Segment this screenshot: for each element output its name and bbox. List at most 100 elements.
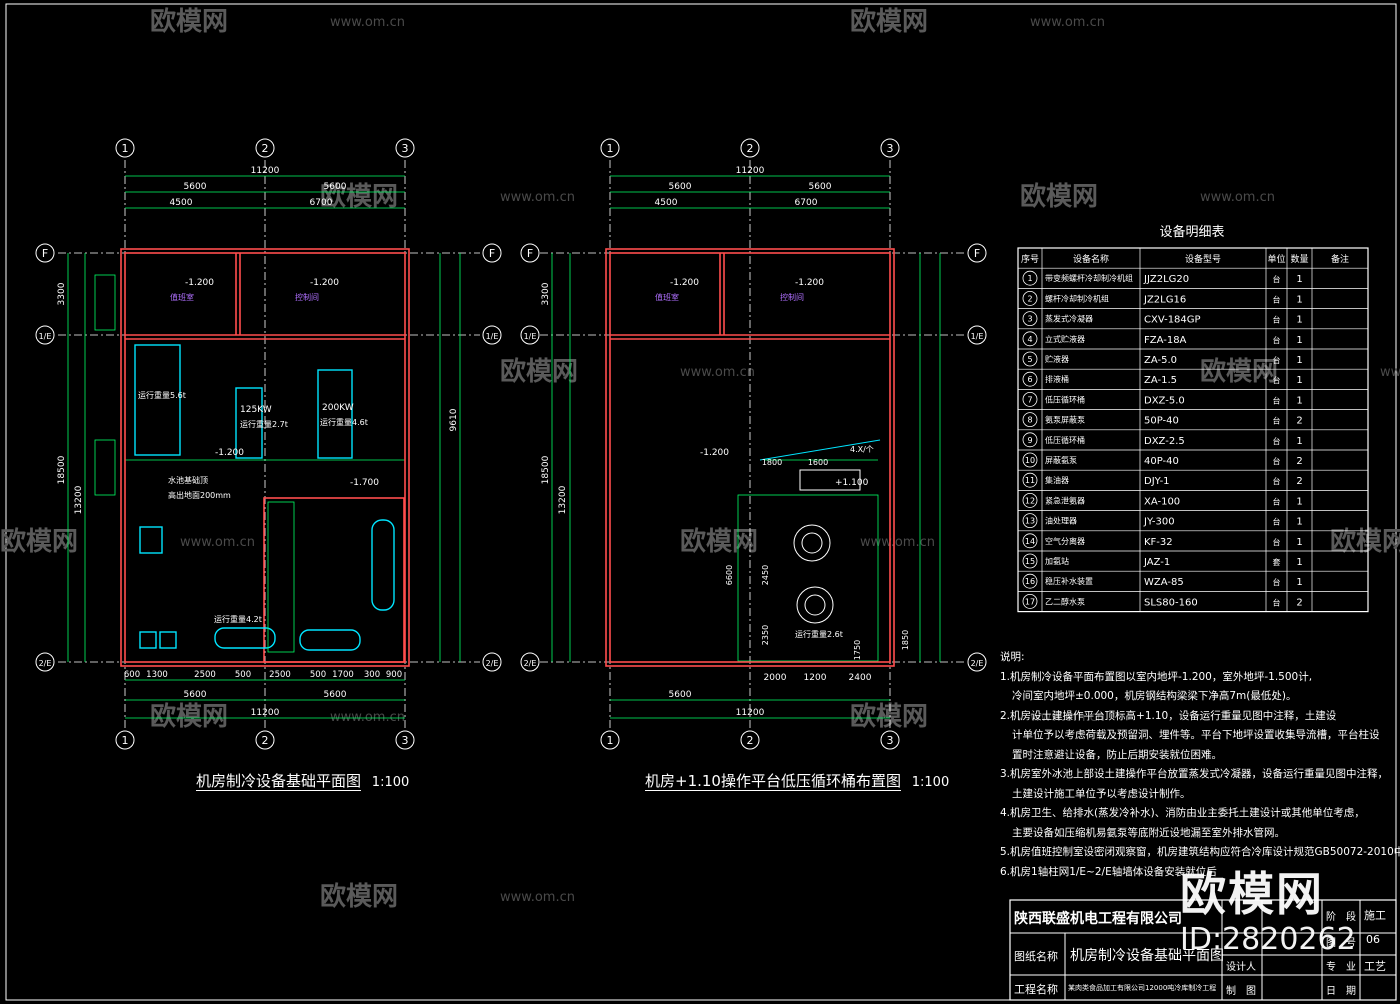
watermark-url: www.om.cn <box>330 710 405 725</box>
table-cell-index: 16 <box>1025 577 1035 586</box>
axis-bubble-y-circle <box>35 652 55 672</box>
axis-bubble-x-circle <box>600 138 620 158</box>
dim-bottom: 2000 <box>764 673 787 683</box>
table-cell-qty: 1 <box>1296 375 1302 386</box>
table-index-circle <box>1022 412 1038 428</box>
table-cell-index: 15 <box>1025 557 1035 566</box>
axis-bubble-x: 1 <box>607 142 614 155</box>
table-cell-model: KF-32 <box>1144 537 1173 548</box>
watermark-brand: 欧模网 <box>1200 356 1278 387</box>
axis-bubble-x-circle <box>115 138 135 158</box>
table-cell-unit: 台 <box>1273 517 1281 527</box>
table-cell-model: JZ2LG16 <box>1143 294 1186 305</box>
table-cell-unit: 台 <box>1273 355 1281 365</box>
table-cell-name: 氨泵屏蔽泵 <box>1045 415 1085 425</box>
dim-left: 3300 <box>541 282 551 305</box>
dim-bottom: 500 <box>310 670 326 680</box>
table-cell-name: 加氨站 <box>1045 556 1069 566</box>
room-level: -1.200 <box>795 278 824 288</box>
table-cell-name: 紧急泄氨器 <box>1045 495 1085 505</box>
equipment-table-title: 设备明细表 <box>1159 224 1224 240</box>
table-cell-index: 7 <box>1027 395 1032 404</box>
watermark-brand: 欧模网 <box>150 6 228 37</box>
table-cell-name: 立式贮液器 <box>1045 334 1085 344</box>
table-cell-index: 1 <box>1027 274 1032 283</box>
equip-label: 运行重量4.6t <box>320 417 368 427</box>
axis-bubble-x-circle <box>880 138 900 158</box>
watermark-url: www.om.cn <box>680 365 755 380</box>
watermark-layer: 欧模网 www.om.cn 欧模网 www.om.cn 欧模网 www.om.cn 欧模网 w… <box>0 6 1400 912</box>
axis-bubble-x: 3 <box>402 142 409 155</box>
table-cell-model: 50P-40 <box>1144 416 1179 427</box>
table-cell-unit: 台 <box>1273 395 1281 405</box>
watermark-brand: 欧模网 <box>1330 526 1400 557</box>
table-header: 备注 <box>1331 253 1349 265</box>
table-cell-model: JY-300 <box>1143 517 1175 528</box>
watermark-url: www.om.cn <box>180 535 255 550</box>
table-index-circle <box>1022 351 1038 367</box>
table-cell-name: 螺杆冷却制冷机组 <box>1045 293 1109 303</box>
axis-bubble-x: 1 <box>607 734 614 747</box>
axis-bubble-x-circle <box>600 730 620 750</box>
table-cell-qty: 2 <box>1296 416 1302 427</box>
room-name: 值班室 <box>170 292 194 302</box>
table-index-circle <box>1022 290 1038 306</box>
table-cell-qty: 1 <box>1296 577 1302 588</box>
table-index-circle <box>1022 533 1038 549</box>
room-level: +1.100 <box>835 478 869 488</box>
dim-left: 9610 <box>449 408 459 431</box>
table-cell-qty: 1 <box>1296 355 1302 366</box>
axis-bubble-x: 3 <box>887 142 894 155</box>
table-cell-qty: 1 <box>1296 537 1302 548</box>
axis-bubble-x-circle <box>255 730 275 750</box>
table-cell-model: ZA-5.0 <box>1144 355 1177 366</box>
axis-bubble-x: 2 <box>262 734 269 747</box>
table-cell-qty: 1 <box>1296 557 1302 568</box>
plan-platform <box>540 160 965 730</box>
table-cell-unit: 台 <box>1273 416 1281 426</box>
table-cell-index: 8 <box>1027 416 1032 425</box>
axis-bubble-x-circle <box>115 730 135 750</box>
equip-label: 125KW <box>240 405 272 415</box>
table-cell-index: 9 <box>1027 436 1032 445</box>
axis-bubble-x: 2 <box>747 142 754 155</box>
table-cell-name: 蒸发式冷凝器 <box>1045 314 1093 324</box>
table-header: 序号 <box>1021 253 1039 265</box>
table-cell-index: 3 <box>1027 315 1032 324</box>
table-cell-model: WZA-85 <box>1144 577 1184 588</box>
table-header: 单位 <box>1267 253 1285 265</box>
table-cell-model: JAZ-1 <box>1143 557 1170 568</box>
axis-bubble-y: 2/E <box>39 659 52 668</box>
watermark-url: www.om.cn <box>500 890 575 905</box>
axis-bubble-y-circle <box>35 325 55 345</box>
table-cell-name: 低压循环桶 <box>1045 435 1085 445</box>
equip-label: 200KW <box>322 403 354 413</box>
watermark-brand: 欧模网 <box>1020 181 1098 212</box>
table-cell-qty: 1 <box>1296 274 1302 285</box>
table-cell-name: 空气分离器 <box>1045 536 1085 546</box>
table-index-circle <box>1022 573 1038 589</box>
table-cell-qty: 2 <box>1296 476 1302 487</box>
axis-bubble-y-circle <box>520 652 540 672</box>
table-cell-unit: 台 <box>1273 496 1281 506</box>
table-cell-unit: 台 <box>1273 456 1281 466</box>
axis-bubble-y: 1/E <box>524 332 537 341</box>
table-cell-qty: 1 <box>1296 315 1302 326</box>
table-index-circle <box>1022 331 1038 347</box>
watermark-brand: 欧模网 <box>150 701 228 732</box>
axis-bubble-y-circle <box>482 243 502 263</box>
dim-bottom: 1700 <box>332 670 354 680</box>
table-cell-qty: 2 <box>1296 597 1302 608</box>
dim-left: 13200 <box>558 485 568 514</box>
room-level: -1.200 <box>670 278 699 288</box>
equip-label: 6600 <box>725 565 734 585</box>
table-cell-index: 11 <box>1025 476 1035 485</box>
table-cell-index: 10 <box>1025 456 1035 465</box>
dim-top: 4500 <box>655 198 678 208</box>
dim-left: 18500 <box>541 455 551 484</box>
axis-bubble-x: 1 <box>122 142 129 155</box>
table-cell-name: 油处理器 <box>1045 516 1077 526</box>
dim-top: 5600 <box>809 182 832 192</box>
